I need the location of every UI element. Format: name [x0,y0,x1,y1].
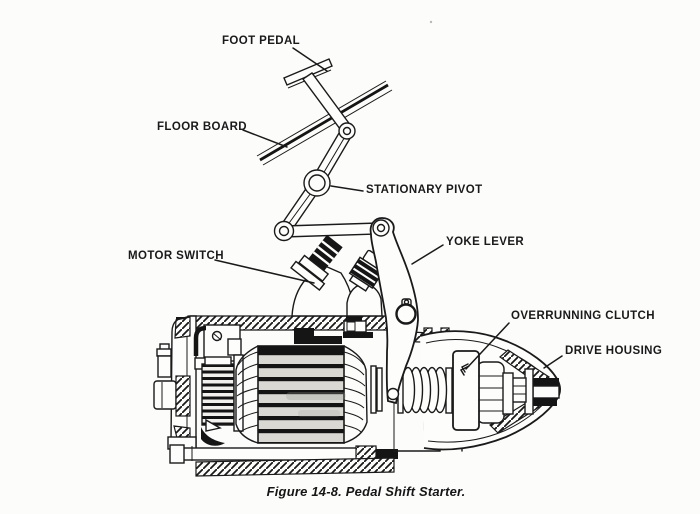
switch-contact-plunger [348,249,387,292]
motor-switch-leader [214,259,315,284]
overrunning-clutch-body [452,350,480,431]
commutator [201,363,235,426]
yoke-lever-drawing [369,217,419,405]
pedal-linkage-drawing [273,122,379,242]
floor-board-leader [242,129,288,148]
label-motor-switch: MOTOR SWITCH [128,250,224,262]
label-floor-board: FLOOR BOARD [157,121,248,133]
motor-switch-drawing [290,234,387,317]
switch-terminal-bolt [290,234,343,291]
paper-speck [429,20,433,24]
yoke-lever-leader [411,244,444,265]
drive-assembly-drawing [397,330,561,451]
shift-spring [400,366,448,414]
foot-pedal-leader [292,47,328,72]
figure-caption: Figure 14-8. Pedal Shift Starter. [266,484,466,499]
foot-pedal-drawing [283,58,352,135]
label-drive-housing: DRIVE HOUSING [565,345,663,357]
label-yoke-lever: YOKE LEVER [446,236,525,248]
label-overrunning-clutch: OVERRUNNING CLUTCH [511,310,655,322]
overrunning-clutch-leader [459,322,510,376]
label-foot-pedal: FOOT PEDAL [222,35,301,47]
fork-pin [386,387,400,401]
label-stationary-pivot: STATIONARY PIVOT [366,184,483,196]
drive-housing-leader [543,355,563,369]
leader-lines [214,47,563,376]
pinion-gear [476,361,505,424]
stationary-pivot-leader [330,185,364,192]
motor-internals-drawing [193,324,383,446]
